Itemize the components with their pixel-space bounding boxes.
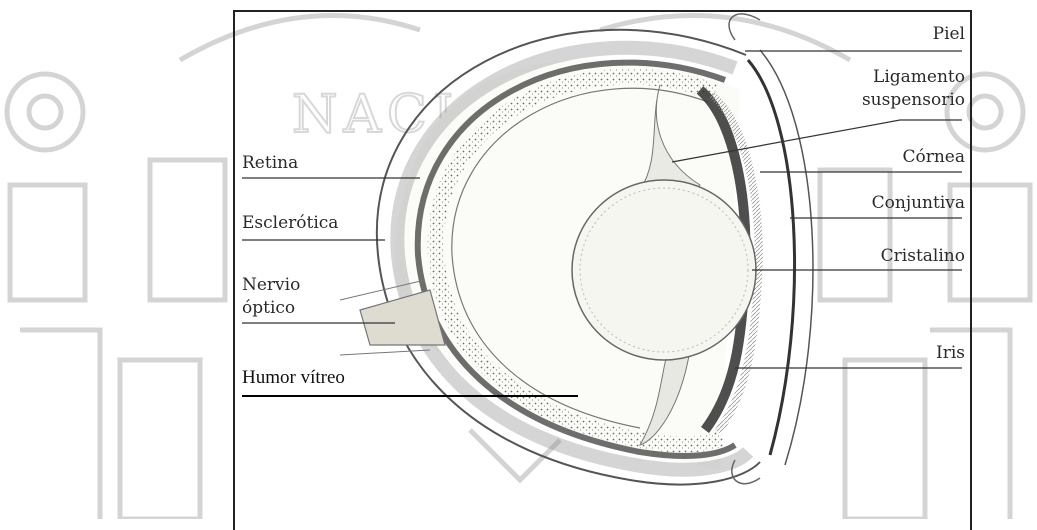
label-cornea: Córnea <box>902 147 965 167</box>
optic-nerve <box>360 290 445 345</box>
label-piel: Piel <box>933 24 965 44</box>
label-conjuntiva: Conjuntiva <box>872 193 965 213</box>
label-nervio-line2: óptico <box>242 298 295 318</box>
label-retina: Retina <box>242 153 298 173</box>
eyelid-outer <box>729 14 760 40</box>
label-nervio-line1: Nervio <box>242 275 300 295</box>
label-humor-vitreo: Humor vítreo <box>242 368 345 388</box>
label-ligamento-line2: suspensorio <box>862 90 965 110</box>
label-iris: Iris <box>936 343 965 363</box>
label-cristalino: Cristalino <box>881 246 965 266</box>
label-ligamento-line1: Ligamento <box>873 67 965 87</box>
label-esclerotica: Esclerótica <box>242 213 338 233</box>
conjunctiva-curve <box>760 50 813 465</box>
crystalline-lens <box>572 180 756 360</box>
